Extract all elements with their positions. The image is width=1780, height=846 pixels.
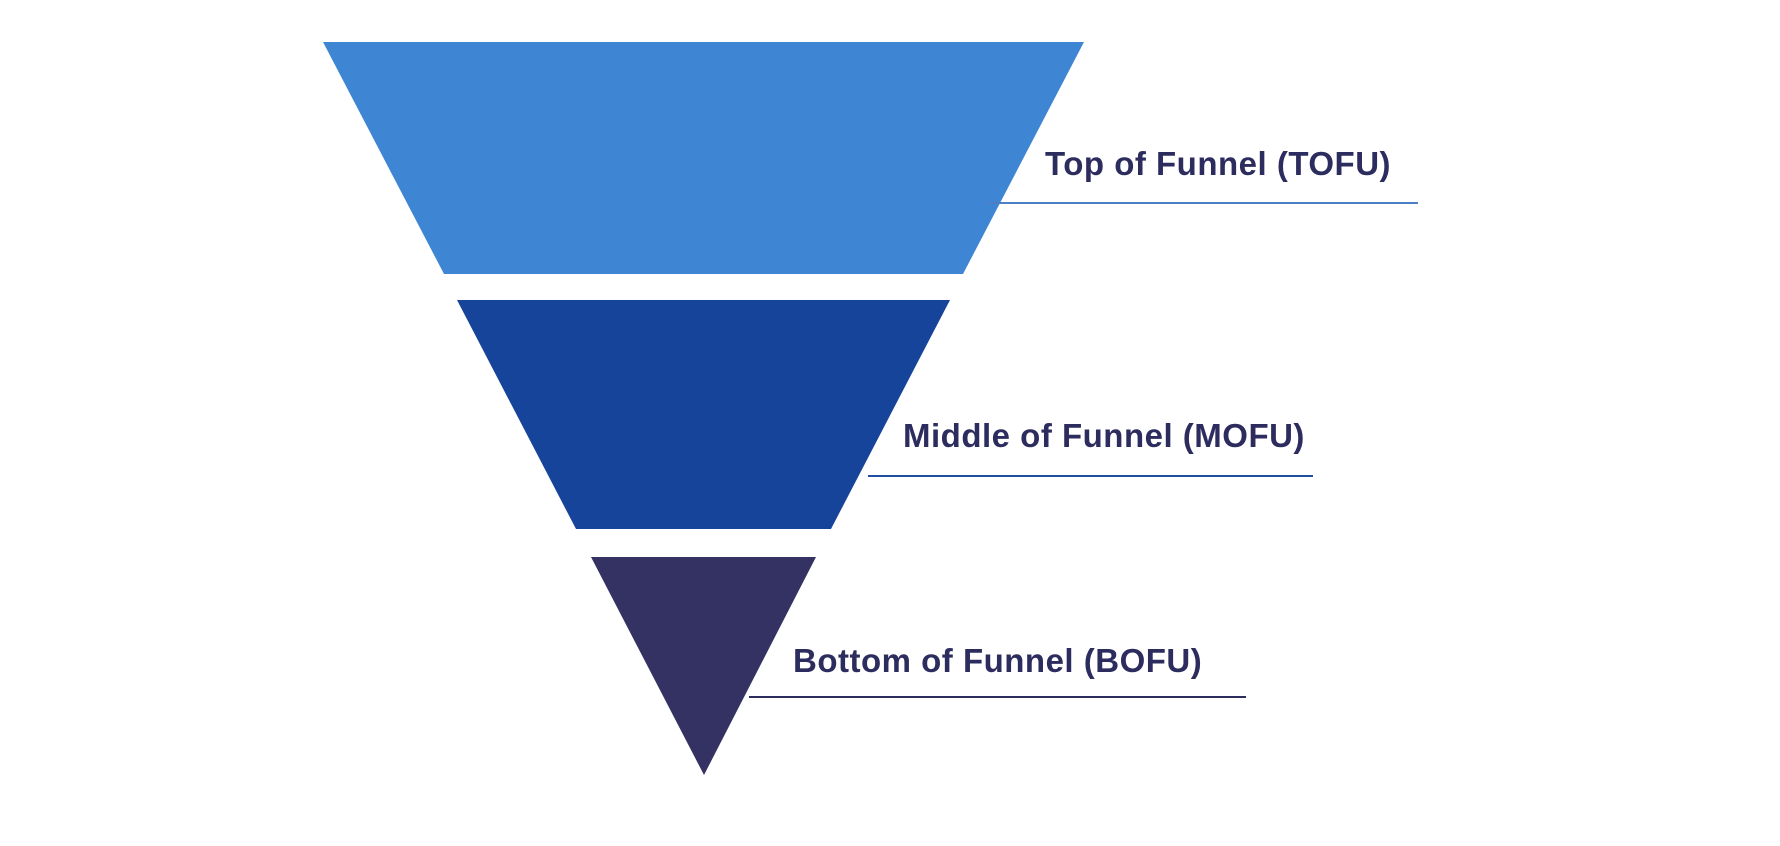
mofu-label: Middle of Funnel (MOFU) (903, 417, 1305, 454)
bofu-label: Bottom of Funnel (BOFU) (793, 642, 1202, 679)
funnel-stage-top (323, 42, 1084, 274)
funnel-stage-middle (457, 300, 950, 529)
tofu-label: Top of Funnel (TOFU) (1045, 145, 1391, 182)
funnel-stage-bottom (591, 557, 816, 775)
